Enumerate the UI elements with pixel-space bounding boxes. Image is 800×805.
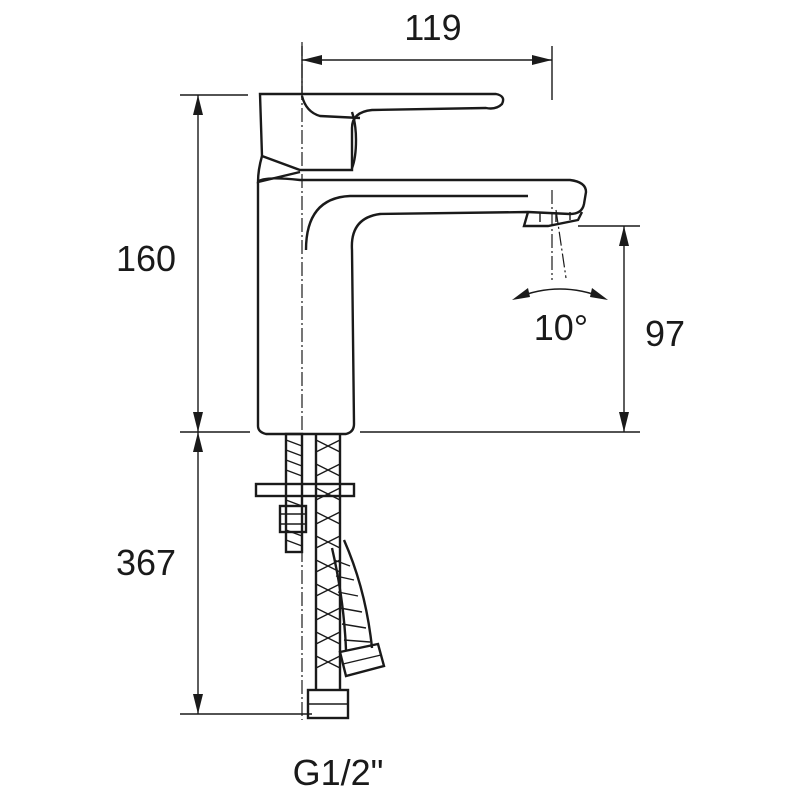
dimension-spout-height: 97	[360, 225, 685, 433]
dimension-height-label: 160	[116, 238, 176, 279]
mounting-plate	[254, 482, 356, 498]
dimension-hose-length: 367	[116, 432, 312, 715]
faucet-body	[256, 92, 588, 436]
swivel-angle-indicator: 10°	[512, 190, 608, 348]
braided-hose-secondary	[330, 539, 386, 678]
dimension-width-top: 119	[301, 7, 553, 100]
braided-hose-main	[306, 434, 350, 720]
mounting-nut	[278, 504, 308, 534]
dimension-width-label: 119	[404, 7, 461, 48]
dimension-hose-label: 367	[116, 542, 176, 583]
dimension-body-height: 160	[116, 94, 250, 433]
swivel-angle-label: 10°	[534, 307, 588, 348]
hose-connector-secondary	[338, 642, 386, 678]
connection-thread-label: G1/2"	[293, 752, 384, 793]
dimension-spout-label: 97	[645, 313, 685, 354]
mounting-stud	[254, 432, 356, 554]
